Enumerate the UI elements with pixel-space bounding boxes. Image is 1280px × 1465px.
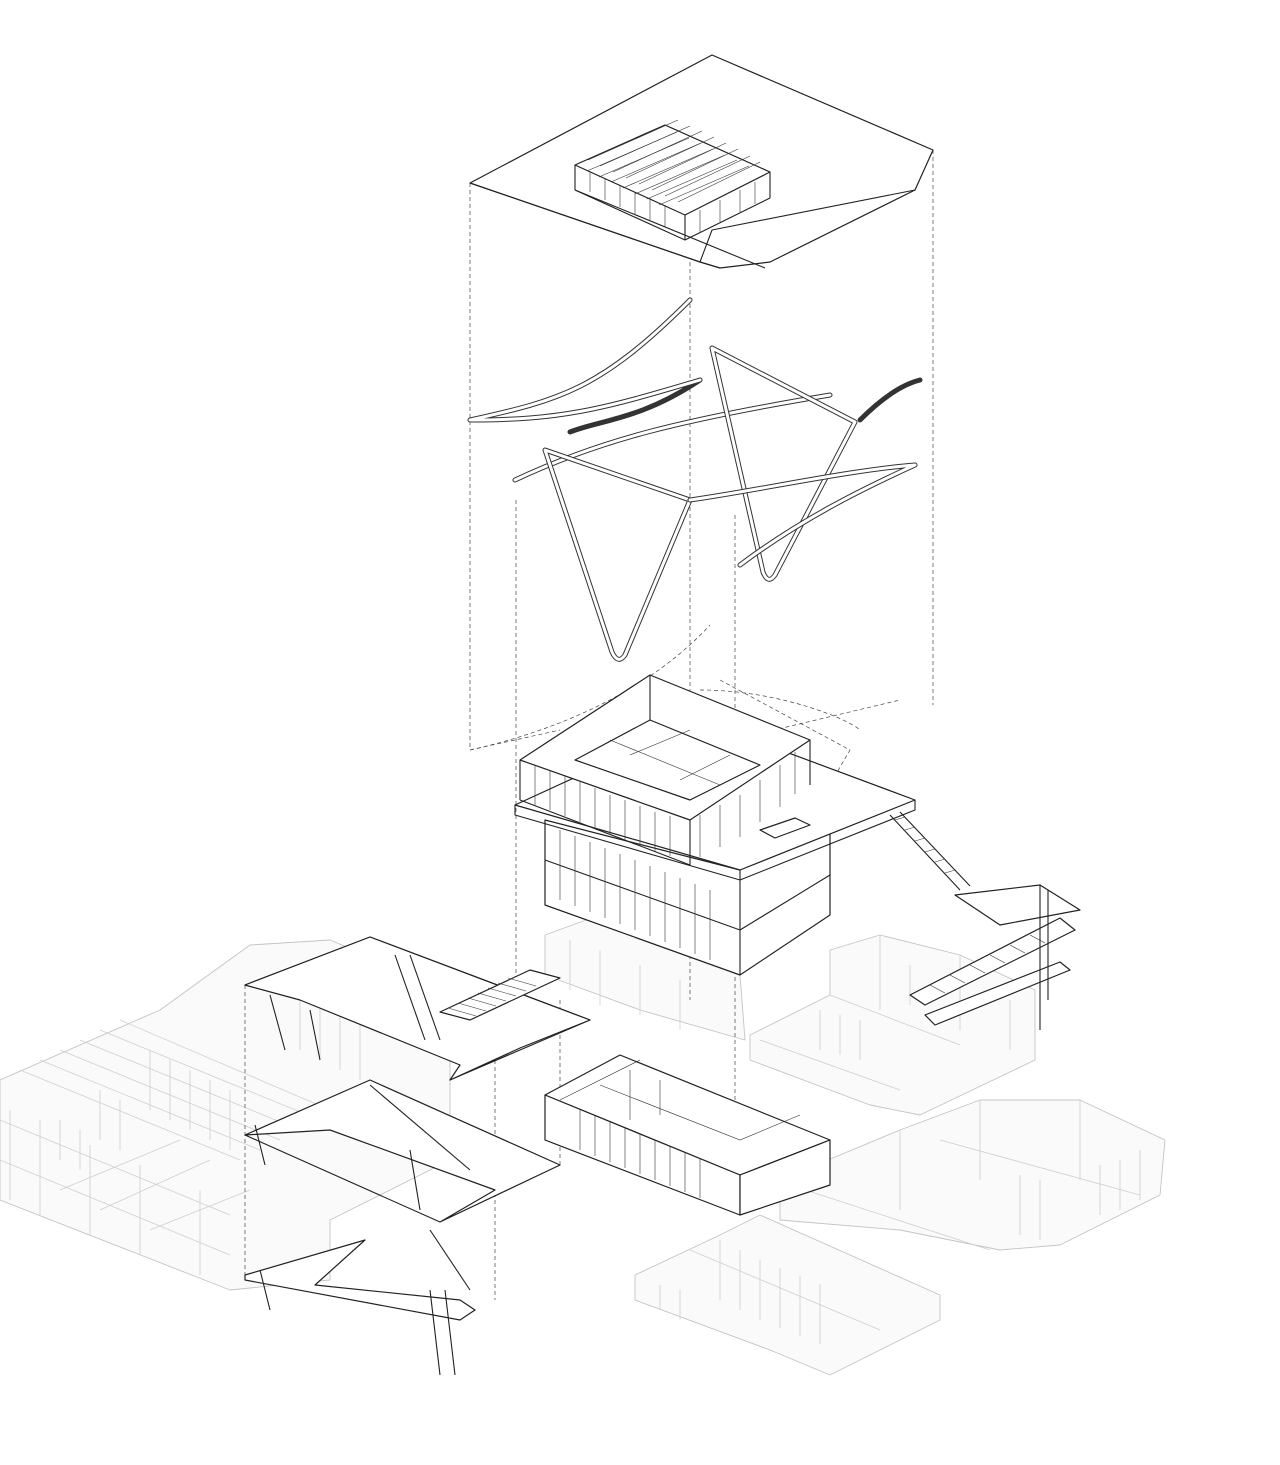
stair-opening <box>759 817 811 839</box>
stair-upper <box>439 969 561 1021</box>
floating-slab-upper <box>244 936 591 1081</box>
top-floor-enclosure <box>519 674 811 866</box>
structural-braces <box>467 297 923 871</box>
floating-slab-middle <box>244 1079 561 1223</box>
context-buildings <box>0 914 1166 1376</box>
context-block-bottom-right <box>779 1099 1166 1251</box>
middle-box <box>544 1054 831 1216</box>
floating-slab-lower <box>244 1229 476 1376</box>
context-block-bottom <box>634 1214 941 1376</box>
main-building <box>514 674 916 976</box>
skylight-grid <box>574 119 771 241</box>
roof-slab <box>469 54 934 269</box>
external-stair <box>889 811 1081 1030</box>
